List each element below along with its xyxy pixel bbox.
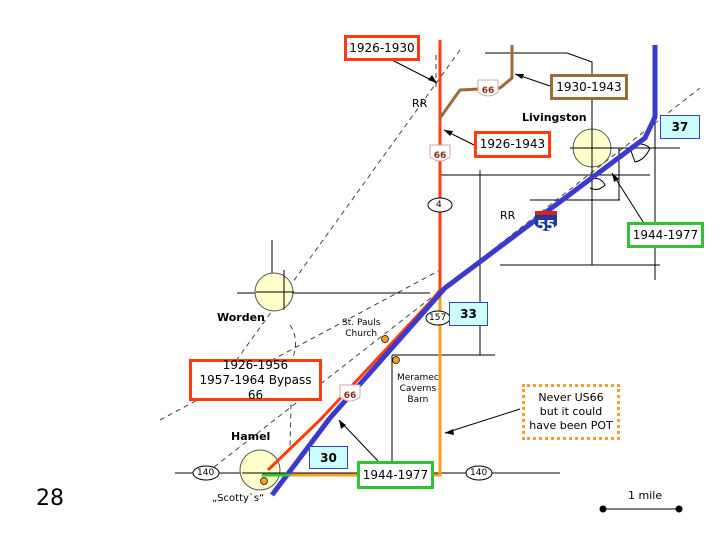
svg-text:55: 55 (537, 219, 555, 234)
scale-label: 1 mile (628, 489, 663, 502)
st-pauls-church-dot (381, 335, 389, 343)
railroad-label-north: RR (412, 97, 428, 110)
svg-text:66: 66 (344, 391, 357, 401)
svg-text:66: 66 (434, 151, 447, 161)
slide-number: 28 (36, 486, 64, 511)
route-never-us66 (290, 290, 442, 477)
meramec-caverns-barn-dot (392, 356, 400, 364)
us66-shield-icon: 66 (477, 79, 499, 97)
town-worden: Worden (217, 311, 265, 324)
annotation-1930-1943: 1930-1943 (550, 74, 628, 100)
annotation-1926-1956: 1926-1956 1957-1964 Bypass 66 (189, 358, 322, 402)
annotation-1944-1977-north: 1944-1977 (627, 222, 704, 248)
annotation-1926-1930: 1926-1930 (344, 35, 420, 61)
svg-text:66: 66 (482, 86, 495, 96)
route-1930-1943 (438, 45, 514, 119)
annotation-1944-1977-south: 1944-1977 (357, 461, 434, 489)
route-4-shield-icon (427, 197, 453, 213)
town-livingston: Livingston (522, 111, 587, 124)
route-157-label: 157 (429, 313, 447, 323)
town-hamel: Hamel (231, 430, 271, 443)
route-140-west-shield-icon (192, 465, 220, 481)
route-140-east-label: 140 (470, 468, 488, 478)
exit-33: 33 (449, 302, 488, 326)
exit-37: 37 (660, 115, 700, 139)
hamel-circle (239, 449, 281, 491)
annotation-1926-1943: 1926-1943 (474, 131, 551, 158)
route-4-label: 4 (436, 200, 442, 210)
us66-shield-icon: 66 (339, 384, 361, 402)
scottys-label: „Scotty`s“ (212, 493, 265, 504)
scottys-dot (260, 477, 268, 485)
us66-shield-icon: 66 (429, 144, 451, 162)
i55-shield-icon: 55 (535, 211, 557, 234)
route-140-west-label: 140 (197, 468, 215, 478)
scale-bar (599, 505, 683, 513)
route-140-east-shield-icon (465, 465, 493, 481)
exit-30: 30 (309, 446, 348, 469)
annotation-never-us66: Never US66 but it could have been POT (522, 384, 620, 440)
railroad-label-middle: RR (500, 209, 516, 222)
meramec-caverns-barn-label: Meramec Caverns Barn (397, 373, 439, 405)
st-pauls-church-label: St. Pauls Church (342, 318, 381, 339)
